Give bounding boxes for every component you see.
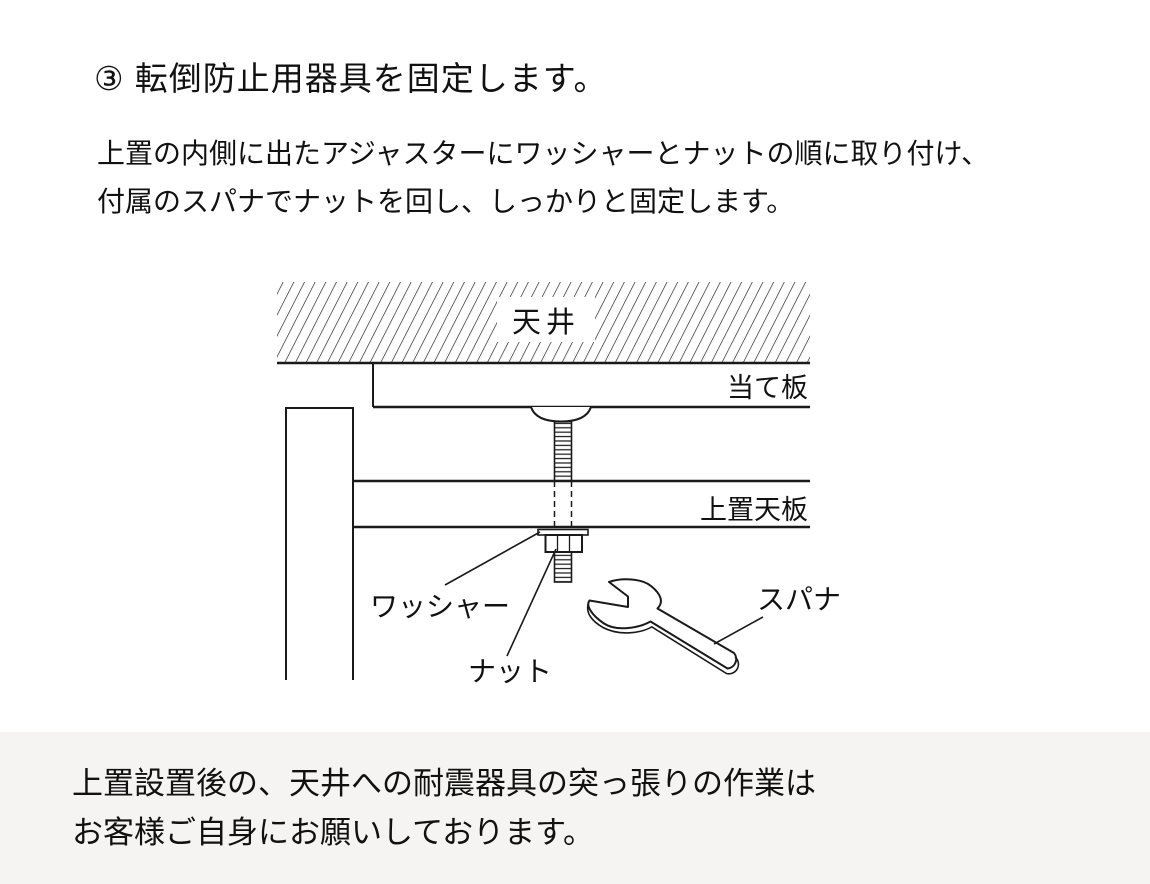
adjuster-bolt-upper	[553, 420, 573, 482]
instruction-line-1: 上置の内側に出たアジャスターにワッシャーとナットの順に取り付け、	[97, 138, 990, 169]
spanner-label: スパナ	[757, 584, 841, 615]
nut-part	[544, 534, 583, 553]
spanner-outline	[587, 578, 738, 670]
washer-leader-line	[444, 531, 541, 586]
nut-label: ナット	[468, 656, 552, 687]
cabinet-side-panel	[285, 407, 354, 680]
adjuster-dome	[530, 406, 592, 423]
spanner-thickness-jaw	[586, 602, 653, 634]
adjuster-bolt-lower	[553, 551, 573, 583]
spanner-thickness-handle	[651, 626, 740, 675]
ceiling-label: 天井	[512, 306, 580, 339]
instruction-text: 上置の内側に出たアジャスターにワッシャーとナットの順に取り付け、 付属のスパナで…	[97, 130, 989, 226]
spanner-leader-line	[713, 616, 764, 645]
note-line-1: 上置設置後の、天井への耐震器具の突っ張りの作業は	[72, 766, 816, 801]
top-board-label: 上置天板	[700, 495, 808, 525]
step-title: ③ 転倒防止用器具を固定します。	[94, 60, 608, 97]
ceiling-label-box	[497, 297, 595, 342]
note-line-2: お客様ご自身にお願いしております。	[72, 815, 595, 850]
spanner-tool	[586, 578, 740, 675]
washer-label: ワッシャー	[370, 591, 510, 622]
instruction-line-2: 付属のスパナでナットを回し、しっかりと固定します。	[97, 186, 795, 217]
customer-note-band: 上置設置後の、天井への耐震器具の突っ張りの作業は お客様ご自身にお願いしておりま…	[0, 732, 1150, 884]
nut-leader-line	[506, 548, 557, 657]
backing-plate-label: 当て板	[727, 373, 808, 403]
